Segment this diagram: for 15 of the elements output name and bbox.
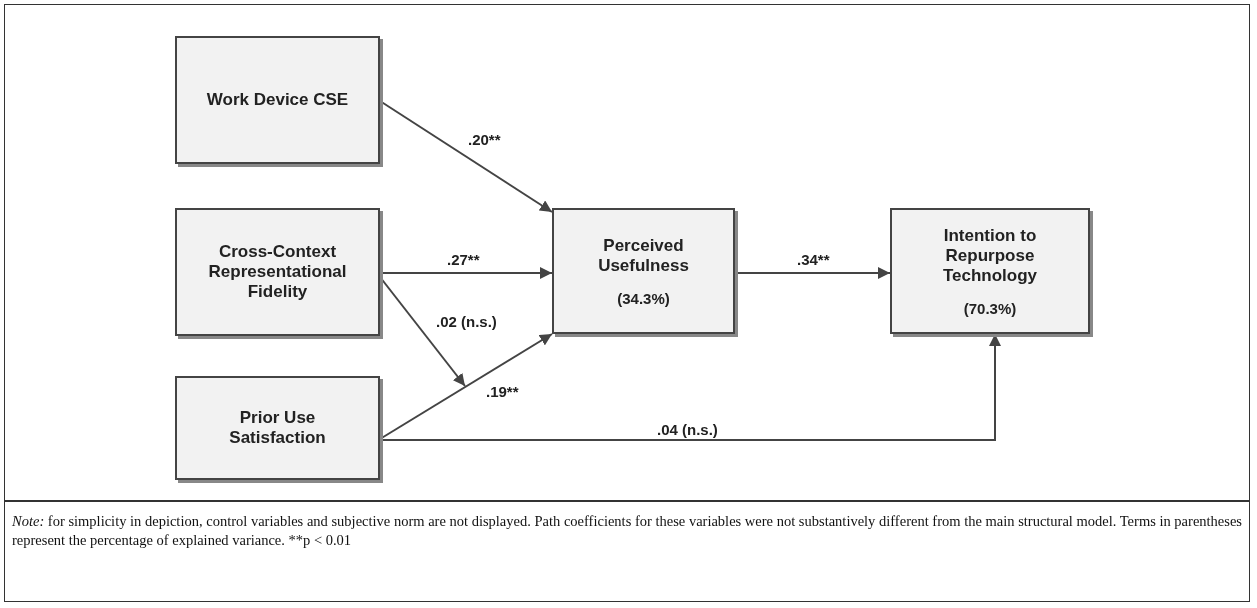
construct-name: Prior Use Satisfaction	[228, 408, 327, 448]
construct-name: Work Device CSE	[206, 90, 349, 110]
explained-variance: (34.3%)	[617, 289, 670, 307]
construct-box	[175, 376, 380, 480]
explained-variance: (70.3%)	[963, 299, 1017, 317]
construct-box	[175, 36, 380, 164]
note-text: Note: for simplicity in depiction, control variables and subjective norm are not displayed. Path coefficients for these variables were not substantively different from the main structural model. Terms in parentheses represent the percentage of explained variance. **p < 0.01	[12, 512, 1242, 550]
construct-box	[890, 208, 1090, 334]
edge-label: .02 (n.s.)	[434, 313, 499, 330]
construct-box	[552, 208, 735, 334]
construct-name: Perceived Usefulness	[597, 235, 690, 276]
edge-label: .04 (n.s.)	[655, 421, 720, 438]
construct-box	[175, 208, 380, 336]
construct-name: Intention to Repurpose Technology	[941, 225, 1039, 286]
construct-name: Cross-Context Representational Fidelity	[207, 242, 348, 302]
